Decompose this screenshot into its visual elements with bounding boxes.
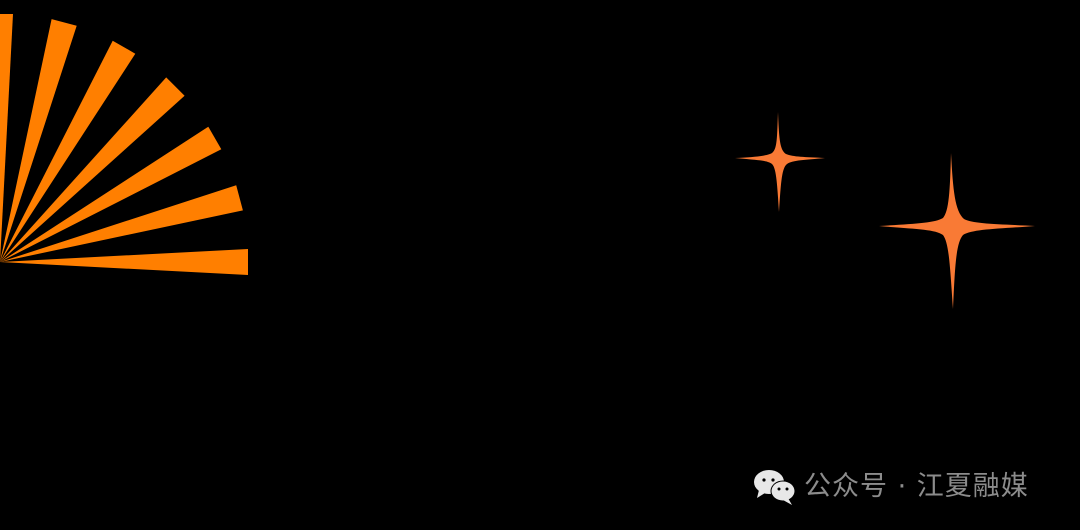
sunburst-fan-graphic [0, 14, 248, 275]
sparkle-star-large-icon [879, 153, 1035, 309]
sunburst-ray [0, 77, 185, 263]
sunburst-ray [0, 19, 77, 262]
sunburst-ray [0, 249, 248, 275]
sunburst-ray [0, 40, 136, 263]
sunburst-ray [0, 185, 243, 262]
wechat-icon [754, 470, 796, 505]
watermark: 公众号 · 江夏融媒 [752, 466, 1029, 508]
sparkle-star-small-icon [735, 112, 825, 212]
sunburst-rays [0, 14, 248, 275]
watermark-text: 公众号 · 江夏融媒 [804, 471, 1029, 502]
sunburst-ray [0, 14, 13, 262]
sunburst-ray [0, 126, 222, 262]
